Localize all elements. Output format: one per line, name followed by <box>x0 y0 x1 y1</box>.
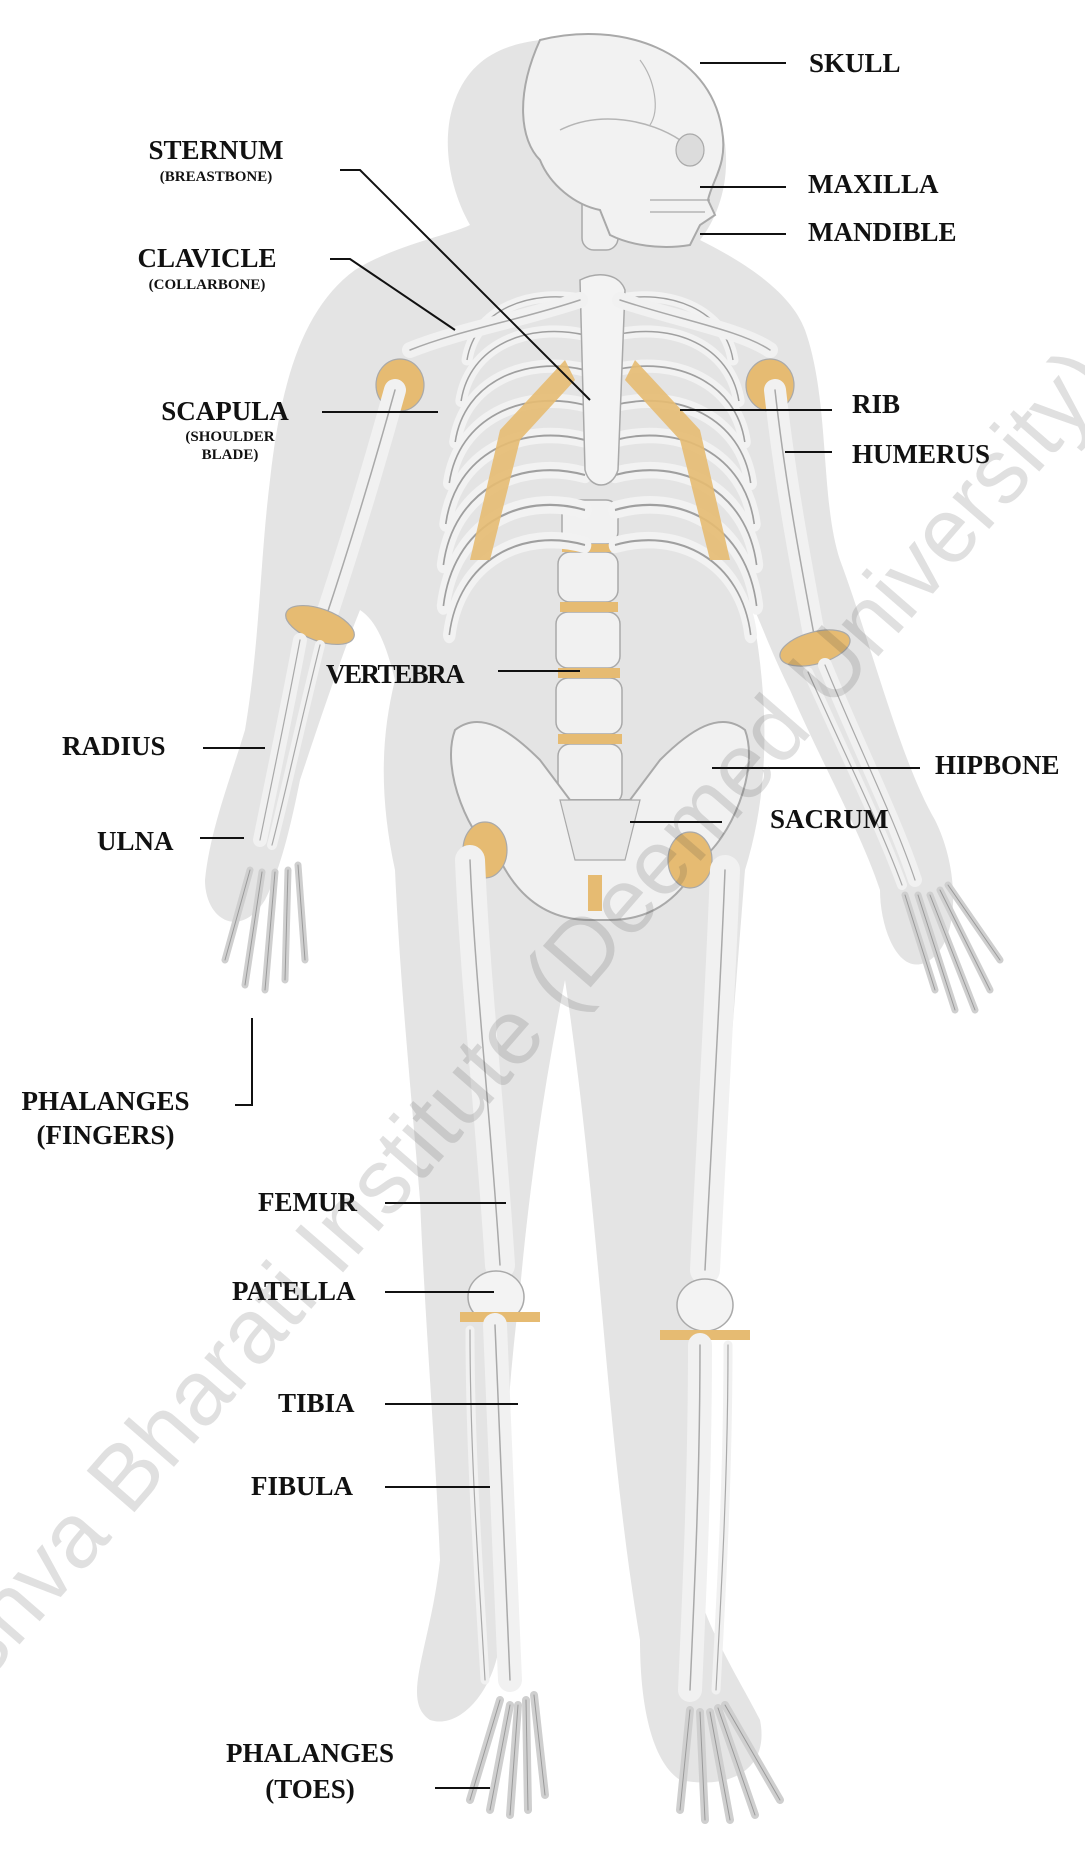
label-sternum: STERNUM <box>126 137 306 164</box>
label-clavicle-sub: (COLLARBONE) <box>112 278 302 293</box>
label-sacrum: SACRUM <box>770 806 889 833</box>
label-mandible: MANDIBLE <box>808 219 957 246</box>
label-patella: PATELLA <box>232 1278 356 1305</box>
label-scapula-sub-2: BLADE) <box>170 448 290 463</box>
label-humerus: HUMERUS <box>852 441 990 468</box>
label-clavicle: CLAVICLE <box>112 245 302 272</box>
label-phalanges-fingers-sub: (FINGERS) <box>8 1122 203 1149</box>
label-fibula: FIBULA <box>251 1473 353 1500</box>
label-femur: FEMUR <box>258 1189 357 1216</box>
label-ulna: ULNA <box>97 828 174 855</box>
label-hipbone: HIPBONE <box>935 752 1060 779</box>
label-maxilla: MAXILLA <box>808 171 939 198</box>
label-vertebra: VERTEBRA <box>326 661 463 688</box>
label-radius: RADIUS <box>62 733 166 760</box>
label-scapula-sub-1: (SHOULDER <box>170 430 290 445</box>
label-scapula: SCAPULA <box>140 398 310 425</box>
label-skull: SKULL <box>809 50 901 77</box>
label-rib: RIB <box>852 391 900 418</box>
label-phalanges-fingers: PHALANGES <box>8 1088 203 1115</box>
label-phalanges-toes: PHALANGES <box>210 1740 410 1767</box>
label-phalanges-toes-sub: (TOES) <box>210 1776 410 1803</box>
label-sternum-sub: (BREASTBONE) <box>126 170 306 185</box>
label-tibia: TIBIA <box>278 1390 355 1417</box>
leader-phalanges-fingers <box>235 1018 252 1105</box>
